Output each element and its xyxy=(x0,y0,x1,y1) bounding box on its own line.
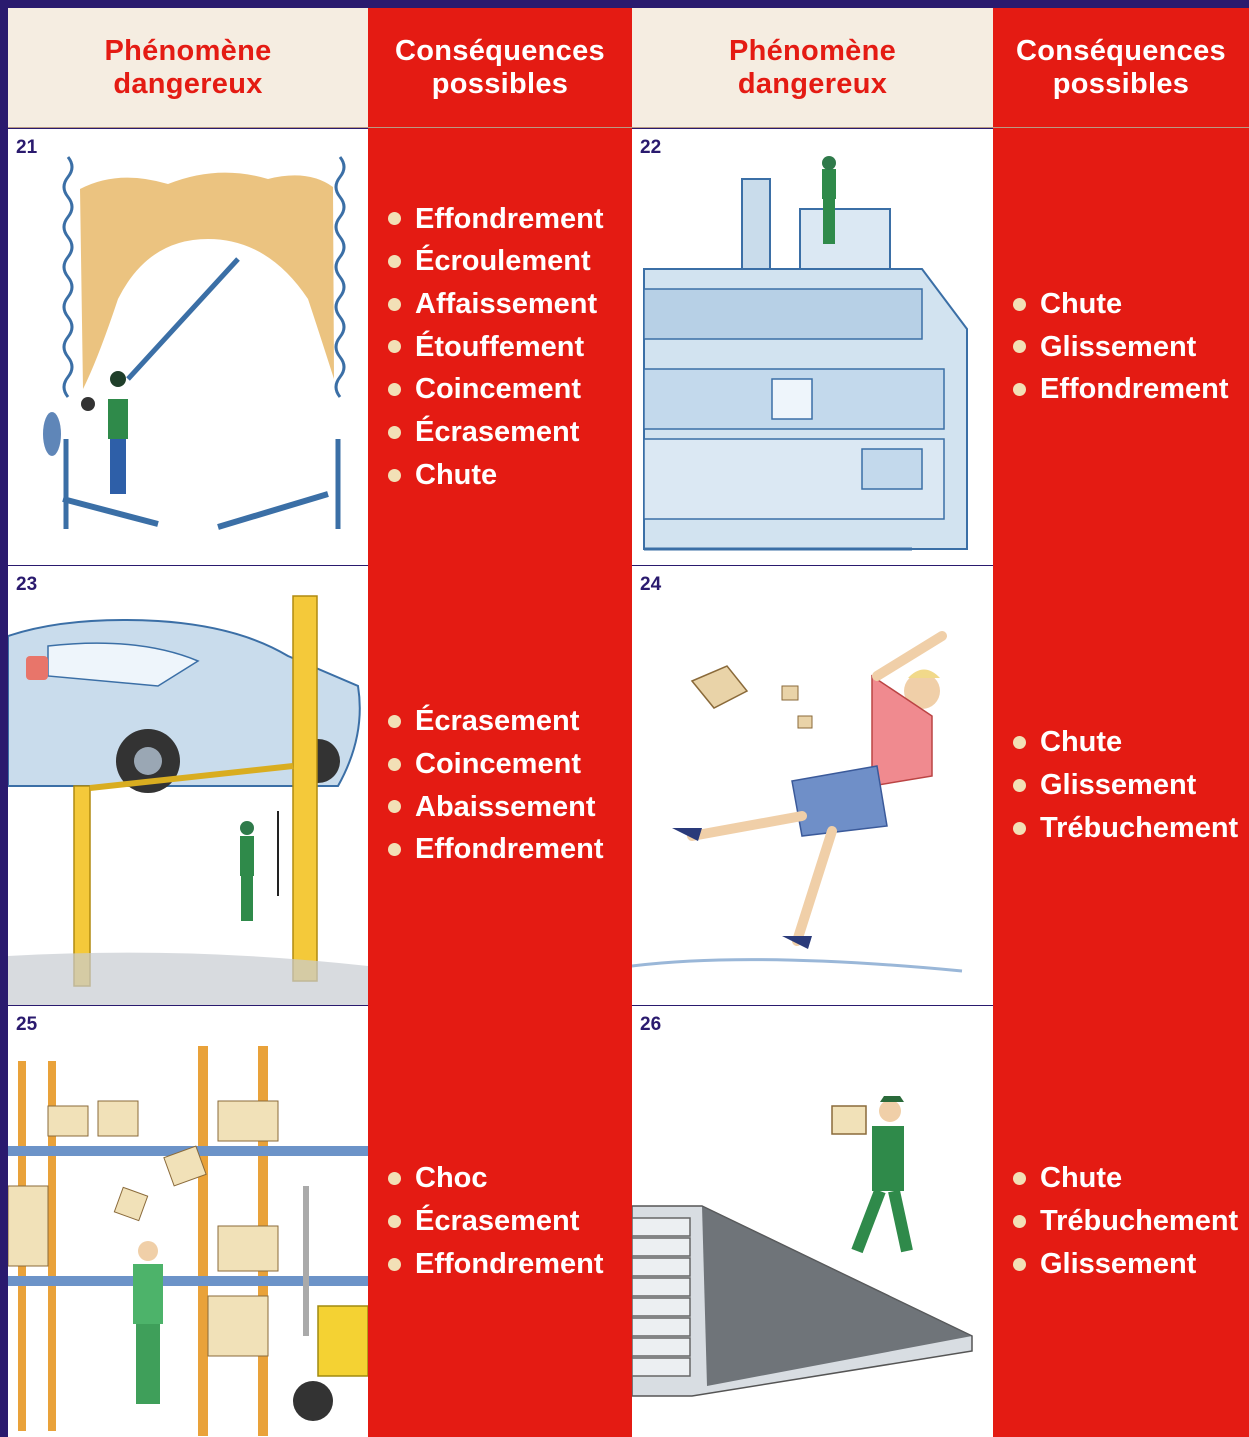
illustration-cell-22: 22 xyxy=(632,128,993,565)
consequence-list: Écrasement Coincement Abaissement Effond… xyxy=(368,700,604,871)
item-number: 23 xyxy=(16,574,38,595)
consequences-cell-24: Chute Glissement Trébuchement xyxy=(993,565,1249,1005)
header-hazard-left: Phénomène dangereux xyxy=(8,8,368,128)
illustration-cell-26: 26 xyxy=(632,1005,993,1437)
illustration-cell-21: 21 xyxy=(8,128,368,565)
bullet-icon xyxy=(388,757,401,771)
bullet-icon xyxy=(388,297,401,311)
bullet-icon xyxy=(1013,736,1026,750)
consequence-list: Chute Glissement Effondrement xyxy=(993,283,1229,411)
list-item: Affaissement xyxy=(388,283,604,326)
bullet-icon xyxy=(1013,1214,1026,1228)
consequence-list: Choc Écrasement Effondrement xyxy=(368,1157,604,1285)
bullet-icon xyxy=(388,1257,401,1271)
bullet-icon xyxy=(388,425,401,439)
list-item: Trébuchement xyxy=(1013,1200,1238,1243)
bullet-icon xyxy=(388,255,401,269)
list-item: Étouffement xyxy=(388,326,604,369)
item-number: 24 xyxy=(640,574,662,595)
warehouse-racks-icon xyxy=(8,1046,368,1436)
bullet-icon xyxy=(388,843,401,857)
bullet-icon xyxy=(388,1214,401,1228)
bullet-icon xyxy=(388,383,401,397)
bullet-icon xyxy=(388,468,401,482)
bullet-icon xyxy=(1013,778,1026,792)
header-hazard-right: Phénomène dangereux xyxy=(632,8,993,128)
header-label: Conséquences possibles xyxy=(1016,34,1226,100)
list-item: Glissement xyxy=(1013,1243,1238,1286)
list-item: Effondrement xyxy=(388,828,604,871)
list-item: Glissement xyxy=(1013,764,1238,807)
list-item: Effondrement xyxy=(388,1243,604,1286)
list-item: Effondrement xyxy=(388,198,604,241)
list-item: Coincement xyxy=(388,368,604,411)
consequences-cell-26: Chute Trébuchement Glissement xyxy=(993,1005,1249,1437)
list-item: Chute xyxy=(1013,283,1229,326)
item-number: 26 xyxy=(640,1014,662,1035)
list-item: Chute xyxy=(1013,721,1238,764)
item-number: 25 xyxy=(16,1014,38,1035)
bullet-icon xyxy=(388,212,401,226)
consequences-cell-25: Choc Écrasement Effondrement xyxy=(368,1005,632,1437)
car-lift-icon xyxy=(8,595,368,1005)
machine-roof-worker-icon xyxy=(643,156,968,551)
bullet-icon xyxy=(388,340,401,354)
list-item: Choc xyxy=(388,1157,604,1200)
consequences-cell-22: Chute Glissement Effondrement xyxy=(993,128,1249,565)
list-item: Trébuchement xyxy=(1013,807,1238,850)
item-number: 21 xyxy=(16,137,38,158)
header-consequences-left: Conséquences possibles xyxy=(368,8,632,128)
silo-worker-icon xyxy=(43,156,346,530)
header-label: Conséquences possibles xyxy=(395,34,605,100)
bullet-icon xyxy=(1013,340,1026,354)
consequences-cell-21: Effondrement Écroulement Affaissement Ét… xyxy=(368,128,632,565)
header-consequences-right: Conséquences possibles xyxy=(993,8,1249,128)
item-number: 22 xyxy=(640,137,662,158)
bullet-icon xyxy=(1013,821,1026,835)
bullet-icon xyxy=(388,714,401,728)
bullet-icon xyxy=(388,1172,401,1186)
bullet-icon xyxy=(1013,383,1026,397)
list-item: Effondrement xyxy=(1013,368,1229,411)
list-item: Écrasement xyxy=(388,1200,604,1243)
stairs-carrier-icon xyxy=(632,1096,973,1397)
illustration-cell-23: 23 xyxy=(8,565,368,1005)
illustration-cell-24: 24 xyxy=(632,565,993,1005)
illustration-cell-25: 25 xyxy=(8,1005,368,1437)
hazard-table: Phénomène dangereux Conséquences possibl… xyxy=(8,8,1249,1437)
list-item: Abaissement xyxy=(388,786,604,829)
list-item: Chute xyxy=(1013,1157,1238,1200)
list-item: Écrasement xyxy=(388,700,604,743)
bullet-icon xyxy=(1013,1172,1026,1186)
bullet-icon xyxy=(388,800,401,814)
bullet-icon xyxy=(1013,297,1026,311)
list-item: Chute xyxy=(388,454,604,497)
header-label: Phénomène dangereux xyxy=(728,34,897,100)
consequence-list: Chute Trébuchement Glissement xyxy=(993,1157,1238,1285)
list-item: Écrasement xyxy=(388,411,604,454)
header-label: Phénomène dangereux xyxy=(104,34,272,100)
bullet-icon xyxy=(1013,1257,1026,1271)
consequence-list: Chute Glissement Trébuchement xyxy=(993,721,1238,849)
consequences-cell-23: Écrasement Coincement Abaissement Effond… xyxy=(368,565,632,1005)
list-item: Coincement xyxy=(388,743,604,786)
list-item: Glissement xyxy=(1013,326,1229,369)
slipping-woman-icon xyxy=(632,631,963,973)
list-item: Écroulement xyxy=(388,240,604,283)
consequence-list: Effondrement Écroulement Affaissement Ét… xyxy=(368,198,604,497)
